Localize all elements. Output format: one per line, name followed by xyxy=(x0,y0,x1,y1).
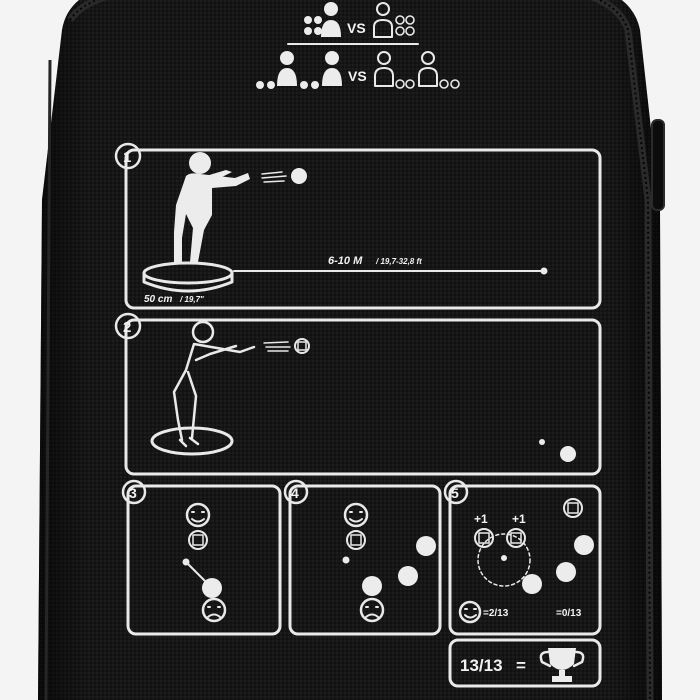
panel-5-number: 5 xyxy=(451,485,459,501)
bag-body xyxy=(38,0,665,700)
panel-4-next-throw: 4 xyxy=(283,479,442,636)
smiley-sad-icon xyxy=(201,597,227,623)
top-team-icons xyxy=(304,2,341,37)
panel-4-number: 4 xyxy=(291,485,299,501)
boule-outline-icon xyxy=(294,338,310,354)
vs-label-bottom: VS xyxy=(348,68,367,84)
top-opponent-icons xyxy=(373,2,415,38)
panel-1-number: 1 xyxy=(123,149,131,166)
bottom-team-icons xyxy=(256,51,342,89)
panel-2-number: 2 xyxy=(123,319,131,336)
score-loser: =0/13 xyxy=(556,608,582,619)
distance-feet: / 19,7-32,8 ft xyxy=(375,257,422,266)
jack-dot xyxy=(539,439,545,445)
player-outline-icon xyxy=(172,320,256,448)
team-comparison-header: VS VS xyxy=(256,2,460,89)
panel-3-number: 3 xyxy=(129,485,137,501)
circle-size-inches: / 19,7" xyxy=(179,295,204,304)
panel-3-closest-wins: 3 xyxy=(121,479,282,636)
final-equals: = xyxy=(516,656,526,675)
final-score: 13/13 xyxy=(460,656,503,675)
panel-1-throw-distance: 1 50 cm / 19,7" 6-10 M / 19,7-32,8 ft xyxy=(114,142,602,310)
final-score-box: 13/13 = xyxy=(448,638,602,688)
jack-icon xyxy=(540,267,548,275)
smiley-happy-icon xyxy=(185,502,211,528)
boule-landed xyxy=(560,446,576,462)
boule-icon xyxy=(291,168,307,184)
vs-label-top: VS xyxy=(347,20,366,36)
smiley-winner-icon xyxy=(458,600,482,624)
bottom-opponent-icons xyxy=(374,51,460,89)
throwing-circle-outline xyxy=(150,426,234,456)
distance-label: 6-10 M xyxy=(328,255,363,267)
player-throwing-icon xyxy=(174,152,250,262)
plus-one-right: +1 xyxy=(512,512,526,526)
panel-5-scoring: 5 +1 +1 =2/13 =0/13 xyxy=(443,479,602,636)
trophy-icon xyxy=(539,648,585,682)
throwing-circle-icon xyxy=(142,261,234,293)
panel-2-throw-position: 2 xyxy=(114,312,602,476)
score-winner: =2/13 xyxy=(483,608,509,619)
plus-one-left: +1 xyxy=(474,512,488,526)
circle-size-label: 50 cm xyxy=(144,294,172,305)
